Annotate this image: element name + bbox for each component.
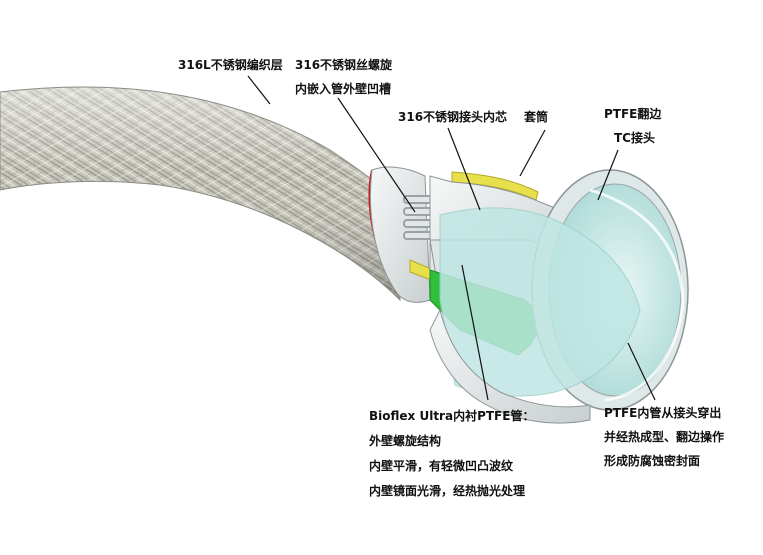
svg-text:内嵌入管外壁凹槽: 内嵌入管外壁凹槽 bbox=[295, 81, 391, 96]
label-pass-through: PTFE内管从接头穿出 并经热成型、翻边操作 形成防腐蚀密封面 bbox=[604, 405, 724, 468]
svg-text:316不锈钢丝螺旋: 316不锈钢丝螺旋 bbox=[295, 57, 393, 72]
svg-text:套筒: 套筒 bbox=[523, 109, 548, 124]
svg-text:Bioflex Ultra内衬PTFE管：: Bioflex Ultra内衬PTFE管： bbox=[369, 408, 534, 423]
braided-hose bbox=[0, 86, 401, 302]
fitting-lower bbox=[429, 308, 591, 424]
svg-text:内壁镜面光滑，经热抛光处理: 内壁镜面光滑，经热抛光处理 bbox=[369, 483, 525, 498]
leader-lines bbox=[247, 75, 656, 401]
label-insert-core: 316不锈钢接头内芯 bbox=[398, 109, 507, 124]
label-flange: PTFE翻边 TC接头 bbox=[604, 106, 662, 145]
svg-text:PTFE内管从接头穿出: PTFE内管从接头穿出 bbox=[604, 405, 721, 420]
svg-text:TC接头: TC接头 bbox=[614, 130, 655, 145]
svg-text:316L不锈钢编织层: 316L不锈钢编织层 bbox=[178, 57, 283, 72]
svg-text:316不锈钢接头内芯: 316不锈钢接头内芯 bbox=[398, 109, 507, 124]
svg-text:内壁平滑，有轻微凹凸波纹: 内壁平滑，有轻微凹凸波纹 bbox=[369, 458, 514, 473]
label-sleeve: 套筒 bbox=[523, 109, 548, 124]
label-liner: Bioflex Ultra内衬PTFE管： 外壁螺旋结构 内壁平滑，有轻微凹凸波… bbox=[369, 408, 534, 498]
svg-text:PTFE翻边: PTFE翻边 bbox=[604, 106, 662, 121]
svg-text:并经热成型、翻边操作: 并经热成型、翻边操作 bbox=[604, 429, 724, 444]
label-spiral-wire: 316不锈钢丝螺旋 内嵌入管外壁凹槽 bbox=[295, 57, 393, 96]
label-braid-layer: 316L不锈钢编织层 bbox=[178, 57, 283, 72]
svg-text:外壁螺旋结构: 外壁螺旋结构 bbox=[369, 433, 441, 448]
svg-text:形成防腐蚀密封面: 形成防腐蚀密封面 bbox=[604, 453, 700, 468]
